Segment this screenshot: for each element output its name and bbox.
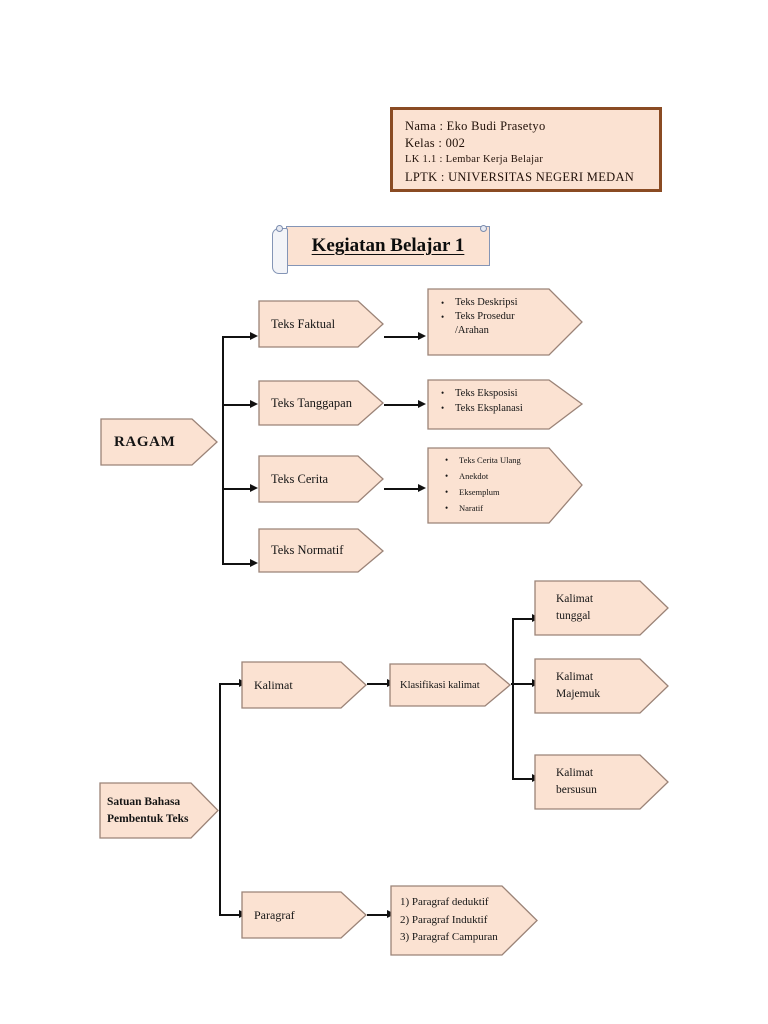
list-item: Teks Eksplanasi bbox=[439, 401, 551, 416]
identity-name: Nama : Eko Budi Prasetyo bbox=[405, 119, 546, 133]
ragam-connector-3 bbox=[222, 488, 252, 490]
title-banner: Kegiatan Belajar 1 bbox=[272, 224, 490, 274]
ragam-connector-2 bbox=[222, 404, 252, 406]
list-item: Eksemplum bbox=[443, 484, 555, 500]
ragam-connector-1 bbox=[222, 336, 252, 338]
tanggapan-detail-connector bbox=[384, 404, 420, 406]
node-teks-faktual-shape bbox=[258, 300, 384, 348]
list-item: Teks Prosedur /Arahan bbox=[439, 310, 549, 338]
klasifikasi-trunk bbox=[512, 618, 514, 778]
list-item: 1) Paragraf deduktif bbox=[400, 896, 489, 908]
banner-body bbox=[286, 226, 490, 266]
node-klasifikasi-kalimat-shape bbox=[389, 663, 512, 707]
ragam-trunk bbox=[222, 336, 224, 564]
list-item: Anekdot bbox=[443, 468, 555, 484]
list-item: Teks Cerita Ulang bbox=[443, 452, 555, 468]
node-teks-tanggapan-shape bbox=[258, 380, 384, 426]
ragam-arrow-4-icon bbox=[250, 559, 258, 567]
cerita-detail-connector bbox=[384, 488, 420, 490]
list-item: 2) Paragraf Induktif bbox=[400, 913, 488, 926]
banner-knob-left-icon bbox=[276, 225, 283, 232]
list-item: Teks Deskripsi bbox=[439, 296, 549, 310]
faktual-detail-list: Teks Deskripsi Teks Prosedur /Arahan bbox=[439, 296, 549, 338]
node-ragam-shape bbox=[100, 418, 218, 466]
identity-class: Kelas : 002 bbox=[405, 136, 466, 150]
ragam-arrow-2-icon bbox=[250, 400, 258, 408]
node-kalimat-shape bbox=[241, 661, 367, 709]
ragam-arrow-3-icon bbox=[250, 484, 258, 492]
identity-worksheet: LK 1.1 : Lembar Kerja Belajar bbox=[405, 154, 544, 165]
ragam-connector-4 bbox=[222, 563, 252, 565]
satuan-trunk bbox=[219, 683, 221, 915]
page-title: Kegiatan Belajar 1 bbox=[311, 235, 465, 256]
cerita-detail-arrow-icon bbox=[418, 484, 426, 492]
ragam-arrow-1-icon bbox=[250, 332, 258, 340]
identity-institution: LPTK : UNIVERSITAS NEGERI MEDAN bbox=[405, 170, 635, 184]
klasifikasi-connector-2 bbox=[512, 683, 534, 685]
node-kalimat-bersusun-shape bbox=[534, 754, 669, 810]
node-teks-normatif-shape bbox=[258, 528, 384, 573]
list-item: Teks Eksposisi bbox=[439, 386, 551, 401]
node-paragraf-shape bbox=[241, 891, 367, 939]
satuan-connector-kalimat bbox=[219, 683, 241, 685]
kalimat-klasifikasi-connector bbox=[367, 683, 389, 685]
satuan-connector-paragraf bbox=[219, 914, 241, 916]
klasifikasi-connector-1 bbox=[512, 618, 534, 620]
node-paragraf-details-shape bbox=[390, 885, 538, 956]
paragraf-detail-connector bbox=[367, 914, 389, 916]
node-satuan-bahasa-shape bbox=[99, 782, 219, 839]
cerita-detail-list: Teks Cerita Ulang Anekdot Eksemplum Nara… bbox=[443, 452, 555, 516]
faktual-detail-arrow-icon bbox=[418, 332, 426, 340]
node-kalimat-majemuk-shape bbox=[534, 658, 669, 714]
node-kalimat-tunggal-shape bbox=[534, 580, 669, 636]
faktual-detail-connector bbox=[384, 336, 420, 338]
identity-header-box: Nama : Eko Budi Prasetyo Kelas : 002 LK … bbox=[390, 107, 662, 192]
list-item: 3) Paragraf Campuran bbox=[400, 931, 498, 943]
list-item: Naratif bbox=[443, 500, 555, 516]
klasifikasi-connector-3 bbox=[512, 778, 534, 780]
banner-knob-right-icon bbox=[480, 225, 487, 232]
tanggapan-detail-arrow-icon bbox=[418, 400, 426, 408]
node-teks-cerita-shape bbox=[258, 455, 384, 503]
paragraf-detail-list: 1) Paragraf deduktif 2) Paragraf Indukti… bbox=[400, 894, 528, 947]
tanggapan-detail-list: Teks Eksposisi Teks Eksplanasi bbox=[439, 386, 551, 416]
